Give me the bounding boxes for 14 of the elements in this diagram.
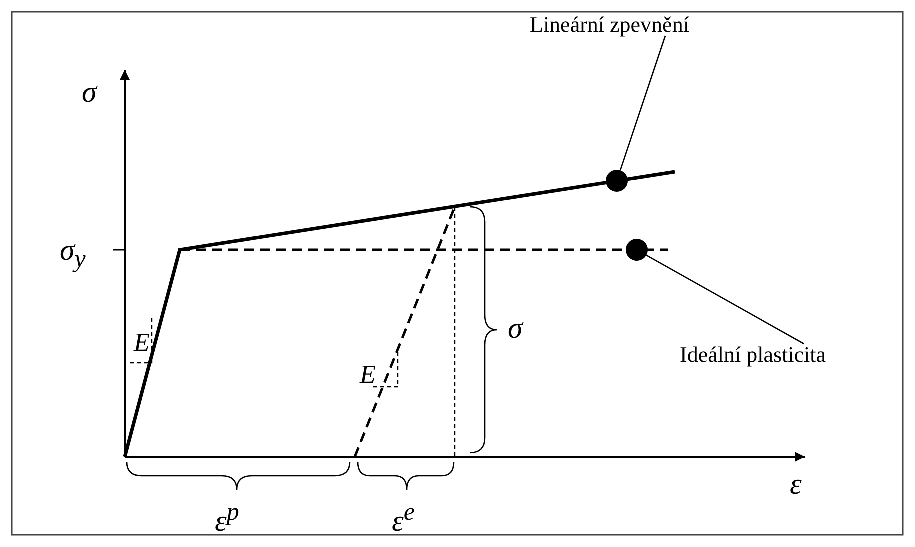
marker-dot xyxy=(626,239,648,261)
callout-text: Ideální plasticita xyxy=(680,344,826,366)
dimension-label: ε$^{e}$ xyxy=(392,500,415,537)
axis-label: ε xyxy=(790,470,802,500)
slope-label: E xyxy=(360,362,376,388)
slope-label: E xyxy=(134,330,150,356)
dimension-label: ε$^{p}$ xyxy=(215,500,240,537)
callout-text: Lineární zpevnění xyxy=(530,14,690,36)
axis-label: σ xyxy=(82,78,97,108)
axis-label: σ$_{y}$ xyxy=(60,236,86,272)
dimension-label: σ xyxy=(508,314,523,344)
leader-line xyxy=(620,36,666,171)
marker-dot xyxy=(606,170,628,192)
leader-line xyxy=(646,254,804,345)
